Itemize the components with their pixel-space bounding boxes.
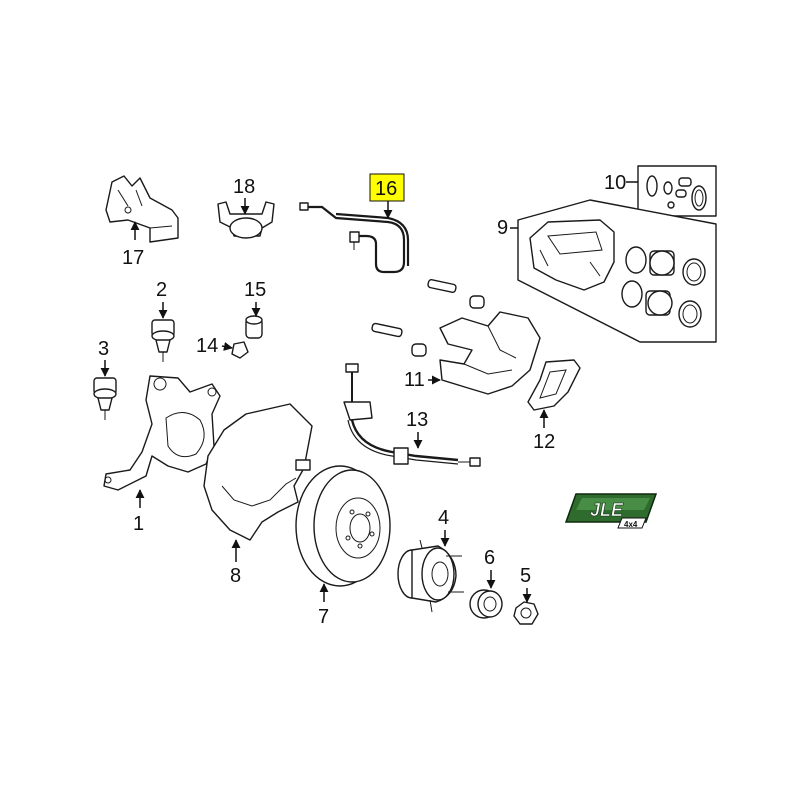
logo-text: JLE [590,500,624,520]
label-2: 2 [156,279,167,301]
callout-9: 9 [497,217,518,239]
label-11: 11 [404,369,425,391]
label-7: 7 [318,606,329,628]
callout-18: 18 [233,176,255,215]
callout-6: 6 [484,547,496,589]
part-1-steering-knuckle[interactable] [103,375,221,491]
label-1: 1 [133,513,144,535]
label-5: 5 [520,565,531,587]
callout-1: 1 [133,489,145,535]
callout-3: 3 [98,338,110,377]
part-18-clip[interactable] [217,201,275,239]
part-5-nut[interactable] [513,601,539,625]
label-16: 16 [375,178,397,200]
callout-7: 7 [318,583,329,628]
callout-14: 14 [196,335,233,357]
highlight-16 [369,173,405,202]
callout-16: 16 [369,173,405,219]
callout-2: 2 [156,279,168,319]
part-6-bearing[interactable] [469,589,503,619]
jle-4x4-logo: JLE 4x4 [564,493,658,529]
callout-13: 13 [406,409,428,449]
callout-5: 5 [520,565,532,603]
part-4-hub[interactable] [397,539,464,613]
part-11-caliper-bracket[interactable] [371,279,541,395]
part-14-nut[interactable] [231,341,249,359]
callout-10: 10 [604,172,638,194]
label-13: 13 [406,409,428,431]
label-14: 14 [196,335,218,357]
label-18: 18 [233,176,255,198]
label-9: 9 [497,217,508,239]
part-9-caliper-kit[interactable] [517,199,717,343]
part-10-seal-kit[interactable] [637,165,717,217]
logo-subtext: 4x4 [624,520,638,529]
label-6: 6 [484,547,495,569]
part-12-brake-pad[interactable] [527,359,581,411]
callout-11: 11 [404,369,441,391]
part-17-bracket[interactable] [105,175,179,243]
part-16-brake-line[interactable] [299,202,410,274]
callout-17: 17 [122,221,144,269]
callout-15: 15 [244,279,266,317]
label-8: 8 [230,565,241,587]
part-7-rotor[interactable] [295,465,391,587]
part-13-brake-hose[interactable] [343,363,481,467]
label-10: 10 [604,172,626,194]
label-12: 12 [533,431,555,453]
label-17: 17 [122,247,144,269]
part-2-ball-joint[interactable] [151,319,175,362]
label-3: 3 [98,338,109,360]
callout-8: 8 [230,539,241,587]
callout-4: 4 [438,507,450,547]
label-4: 4 [438,507,449,529]
part-8-splash-shield[interactable] [203,403,313,541]
label-15: 15 [244,279,266,301]
part-3-ball-joint[interactable] [93,377,117,420]
callout-12: 12 [533,409,555,453]
part-15-bushing[interactable] [245,315,263,339]
